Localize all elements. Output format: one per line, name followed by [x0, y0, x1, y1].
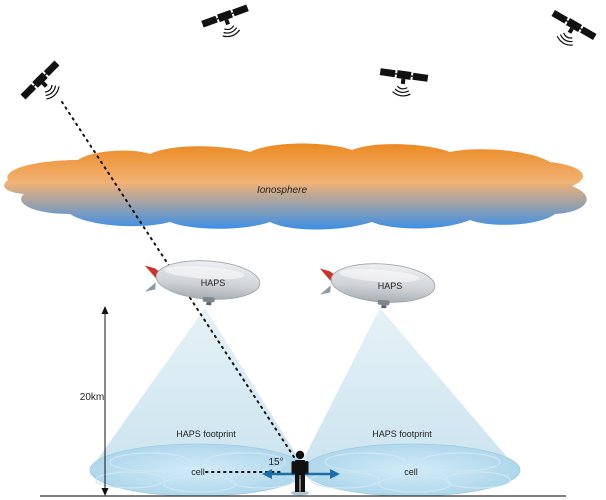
- haps-right-label: HAPS: [378, 281, 403, 291]
- footprint-cone-right: [298, 308, 518, 470]
- satellite-icon: [541, 8, 598, 56]
- altitude-arrow: [101, 306, 109, 496]
- ionosphere-label: Ionosphere: [257, 185, 307, 196]
- satellite-icon: [19, 59, 73, 113]
- person-icon: [291, 450, 309, 496]
- footprint-cone-left: [90, 308, 306, 470]
- satellite-icon: [376, 66, 430, 100]
- ionosphere-cloud: Ionosphere: [4, 143, 587, 230]
- haps-left-label: HAPS: [201, 278, 226, 288]
- cell-left-label: cell: [191, 467, 205, 477]
- cell-right-label: cell: [404, 467, 418, 477]
- satellite-icon: [200, 3, 256, 45]
- altitude-label: 20km: [80, 392, 104, 403]
- footprint-left-label: HAPS footprint: [176, 429, 236, 439]
- footprint-right-label: HAPS footprint: [372, 429, 432, 439]
- angle-label: 15°: [268, 457, 283, 468]
